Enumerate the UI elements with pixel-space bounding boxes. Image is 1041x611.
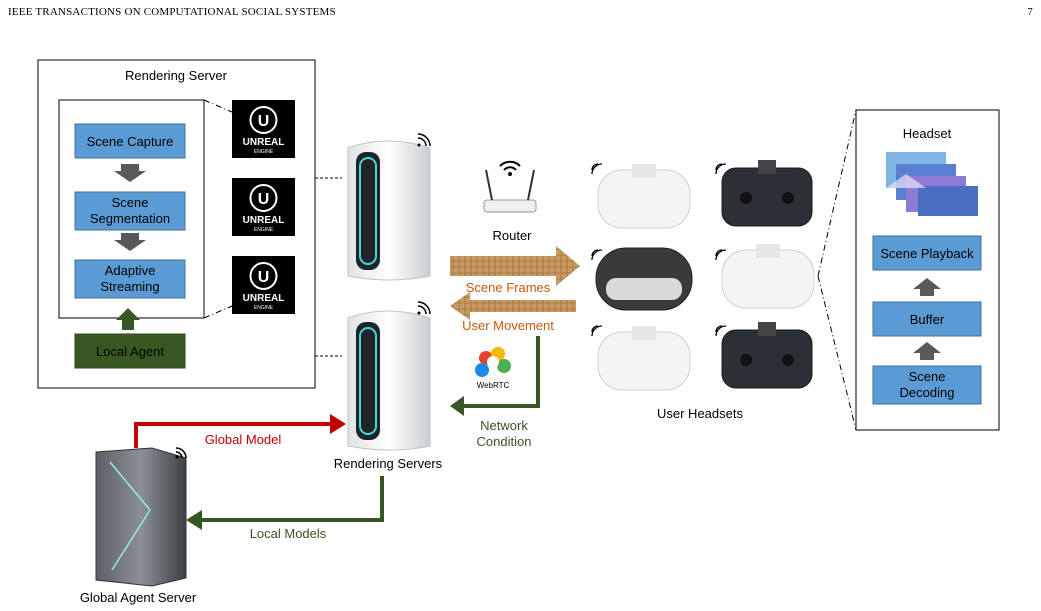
- user-movement-arrow: [450, 292, 576, 320]
- svg-text:UNREAL: UNREAL: [243, 293, 285, 304]
- svg-text:ENGINE: ENGINE: [254, 149, 274, 155]
- router-icon: [483, 160, 537, 213]
- router-label: Router: [492, 228, 532, 243]
- network-condition-label-2: Condition: [477, 434, 532, 449]
- scene-decoding-box: Scene Decoding: [872, 365, 982, 405]
- headset-panel-title: Headset: [903, 126, 952, 141]
- scene-capture-box: Scene Capture: [74, 123, 186, 159]
- svg-text:Buffer: Buffer: [910, 312, 945, 327]
- adaptive-streaming-box: Adaptive Streaming: [74, 259, 186, 299]
- page-number: 7: [1027, 6, 1033, 18]
- svg-text:Adaptive: Adaptive: [105, 263, 156, 278]
- scene-frames-arrow: [450, 246, 580, 286]
- svg-text:WebRTC: WebRTC: [477, 381, 510, 390]
- svg-text:ENGINE: ENGINE: [254, 305, 274, 311]
- rendering-server-tower-icon: [347, 133, 431, 281]
- svg-text:Local Agent: Local Agent: [96, 344, 164, 359]
- svg-text:Scene: Scene: [112, 195, 149, 210]
- global-agent-server-icon: [95, 447, 187, 587]
- unreal-engine-logo: U UNREAL ENGINE: [232, 256, 295, 314]
- buffer-box: Buffer: [872, 301, 982, 337]
- user-headsets-label: User Headsets: [657, 406, 743, 421]
- svg-text:Decoding: Decoding: [900, 385, 955, 400]
- unreal-engine-logo: U UNREAL ENGINE: [232, 100, 295, 158]
- svg-text:Scene Playback: Scene Playback: [880, 246, 974, 261]
- rendering-server-tower-icon: [347, 301, 431, 451]
- headset-grid: [591, 160, 815, 391]
- vr-headset-icon: [721, 322, 813, 389]
- unreal-engine-logo: U UNREAL ENGINE: [232, 178, 295, 236]
- up-arrow-icon: [116, 308, 140, 330]
- svg-text:U: U: [258, 113, 270, 130]
- journal-header: IEEE TRANSACTIONS ON COMPUTATIONAL SOCIA…: [8, 6, 336, 18]
- scene-thumbnails-image: [886, 152, 978, 216]
- rendering-servers-label: Rendering Servers: [334, 456, 443, 471]
- local-agent-box: Local Agent: [74, 333, 186, 369]
- global-model-label: Global Model: [205, 432, 282, 447]
- vr-headset-icon: [595, 247, 693, 311]
- vr-headset-icon: [597, 326, 691, 391]
- scene-frames-label: Scene Frames: [466, 280, 551, 295]
- scene-segmentation-box: Scene Segmentation: [74, 191, 186, 231]
- user-movement-label: User Movement: [462, 318, 554, 333]
- svg-text:Streaming: Streaming: [100, 279, 159, 294]
- local-models-arrow: [186, 476, 384, 530]
- up-arrow-icon: [913, 278, 941, 296]
- svg-text:UNREAL: UNREAL: [243, 215, 285, 226]
- network-condition-arrow: [450, 336, 540, 416]
- vr-headset-icon: [721, 160, 813, 227]
- vr-headset-icon: [721, 244, 815, 309]
- svg-text:Scene: Scene: [909, 369, 946, 384]
- headset-panel: Headset Scene Playback Buffer Scene Deco…: [855, 109, 1000, 431]
- local-models-label: Local Models: [250, 526, 327, 541]
- webrtc-logo: WebRTC: [475, 347, 511, 390]
- svg-text:U: U: [258, 191, 270, 208]
- network-condition-label-1: Network: [480, 418, 528, 433]
- svg-text:UNREAL: UNREAL: [243, 137, 285, 148]
- down-arrow-icon: [114, 233, 146, 251]
- scene-playback-box: Scene Playback: [872, 235, 982, 271]
- up-arrow-icon: [913, 342, 941, 360]
- global-agent-server-label: Global Agent Server: [80, 590, 197, 605]
- svg-text:Segmentation: Segmentation: [90, 211, 170, 226]
- vr-headset-icon: [597, 164, 691, 229]
- svg-text:U: U: [258, 269, 270, 286]
- global-model-arrow: [134, 414, 346, 448]
- svg-text:Scene Capture: Scene Capture: [87, 134, 174, 149]
- svg-text:ENGINE: ENGINE: [254, 227, 274, 233]
- rendering-server-title: Rendering Server: [125, 68, 228, 83]
- down-arrow-icon: [114, 164, 146, 182]
